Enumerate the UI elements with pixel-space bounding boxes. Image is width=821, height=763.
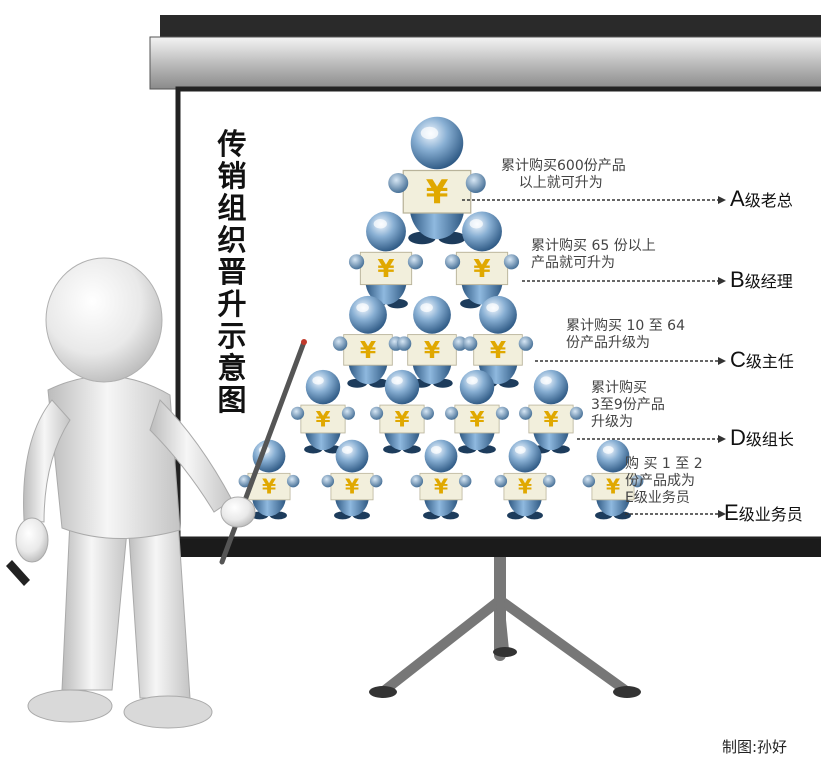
title-char: 意	[217, 351, 247, 385]
level-letter: B	[730, 267, 745, 292]
title-char: 销	[217, 159, 247, 193]
yen-symbol: ¥	[395, 407, 410, 432]
tripod-stand	[369, 549, 641, 698]
level-title: 级主任	[745, 352, 794, 371]
yen-symbol: ¥	[424, 336, 440, 364]
title-char: 传	[217, 127, 247, 161]
yen-symbol: ¥	[470, 407, 485, 432]
level-name: A级老总	[730, 186, 793, 212]
level-description: 累计购买 3至9份产品 升级为	[591, 380, 665, 430]
member-figure: ¥	[410, 439, 472, 520]
yen-symbol: ¥	[377, 254, 394, 283]
level-title: 级业务员	[738, 505, 803, 524]
title-char: 织	[217, 223, 247, 257]
arrow-head	[718, 357, 726, 365]
yen-symbol: ¥	[606, 475, 620, 499]
arrow-head	[718, 435, 726, 443]
member-figure: ¥	[388, 116, 486, 245]
projection-screen	[149, 15, 821, 557]
level-description: 累计购买 10 至 64 份产品升级为	[566, 318, 685, 351]
yen-symbol: ¥	[316, 407, 331, 432]
credit-text: 制图:孙好	[722, 738, 788, 756]
yen-symbol: ¥	[262, 475, 276, 499]
member-figure: ¥	[370, 369, 434, 454]
member-figure: ¥	[291, 369, 355, 454]
yen-symbol: ¥	[490, 336, 506, 364]
level-letter: D	[730, 425, 746, 450]
level-description: 购 买 1 至 2 份产品成为 E级业务员	[625, 456, 703, 506]
yen-symbol: ¥	[345, 475, 359, 499]
title-char: 示	[217, 319, 247, 353]
arrow-head	[718, 510, 726, 518]
level-name: C级主任	[730, 347, 794, 373]
level-letter: C	[730, 347, 746, 372]
yen-symbol: ¥	[434, 475, 448, 499]
title-char: 组	[217, 191, 247, 225]
yen-symbol: ¥	[360, 336, 376, 364]
title-char: 晋	[217, 255, 247, 289]
level-name: B级经理	[730, 267, 793, 293]
member-figure: ¥	[332, 295, 404, 388]
yen-symbol: ¥	[426, 173, 449, 211]
arrow-head	[718, 196, 726, 204]
level-description: 累计购买 65 份以上 产品就可升为	[531, 238, 656, 271]
diagram-title: 传销组织晋升示意图	[215, 128, 249, 416]
level-letter: A	[730, 186, 745, 211]
level-description: 累计购买600份产品 以上就可升为	[501, 158, 626, 191]
member-figure: ¥	[348, 211, 424, 309]
title-char: 图	[217, 383, 247, 417]
level-name: E级业务员	[724, 500, 803, 526]
member-figure: ¥	[519, 369, 583, 454]
member-figure: ¥	[321, 439, 383, 520]
arrow-head	[718, 277, 726, 285]
member-figure: ¥	[462, 295, 534, 388]
presenter-figure	[6, 257, 307, 729]
member-figure: ¥	[582, 439, 644, 520]
member-figure: ¥	[494, 439, 556, 520]
yen-symbol: ¥	[473, 254, 490, 283]
level-letter: E	[724, 500, 739, 525]
yen-symbol: ¥	[544, 407, 559, 432]
level-name: D级组长	[730, 425, 794, 451]
member-figure: ¥	[445, 369, 509, 454]
level-title: 级经理	[744, 272, 793, 291]
yen-symbol: ¥	[518, 475, 532, 499]
title-char: 升	[217, 287, 247, 321]
level-title: 级老总	[744, 191, 793, 210]
level-title: 级组长	[745, 430, 794, 449]
